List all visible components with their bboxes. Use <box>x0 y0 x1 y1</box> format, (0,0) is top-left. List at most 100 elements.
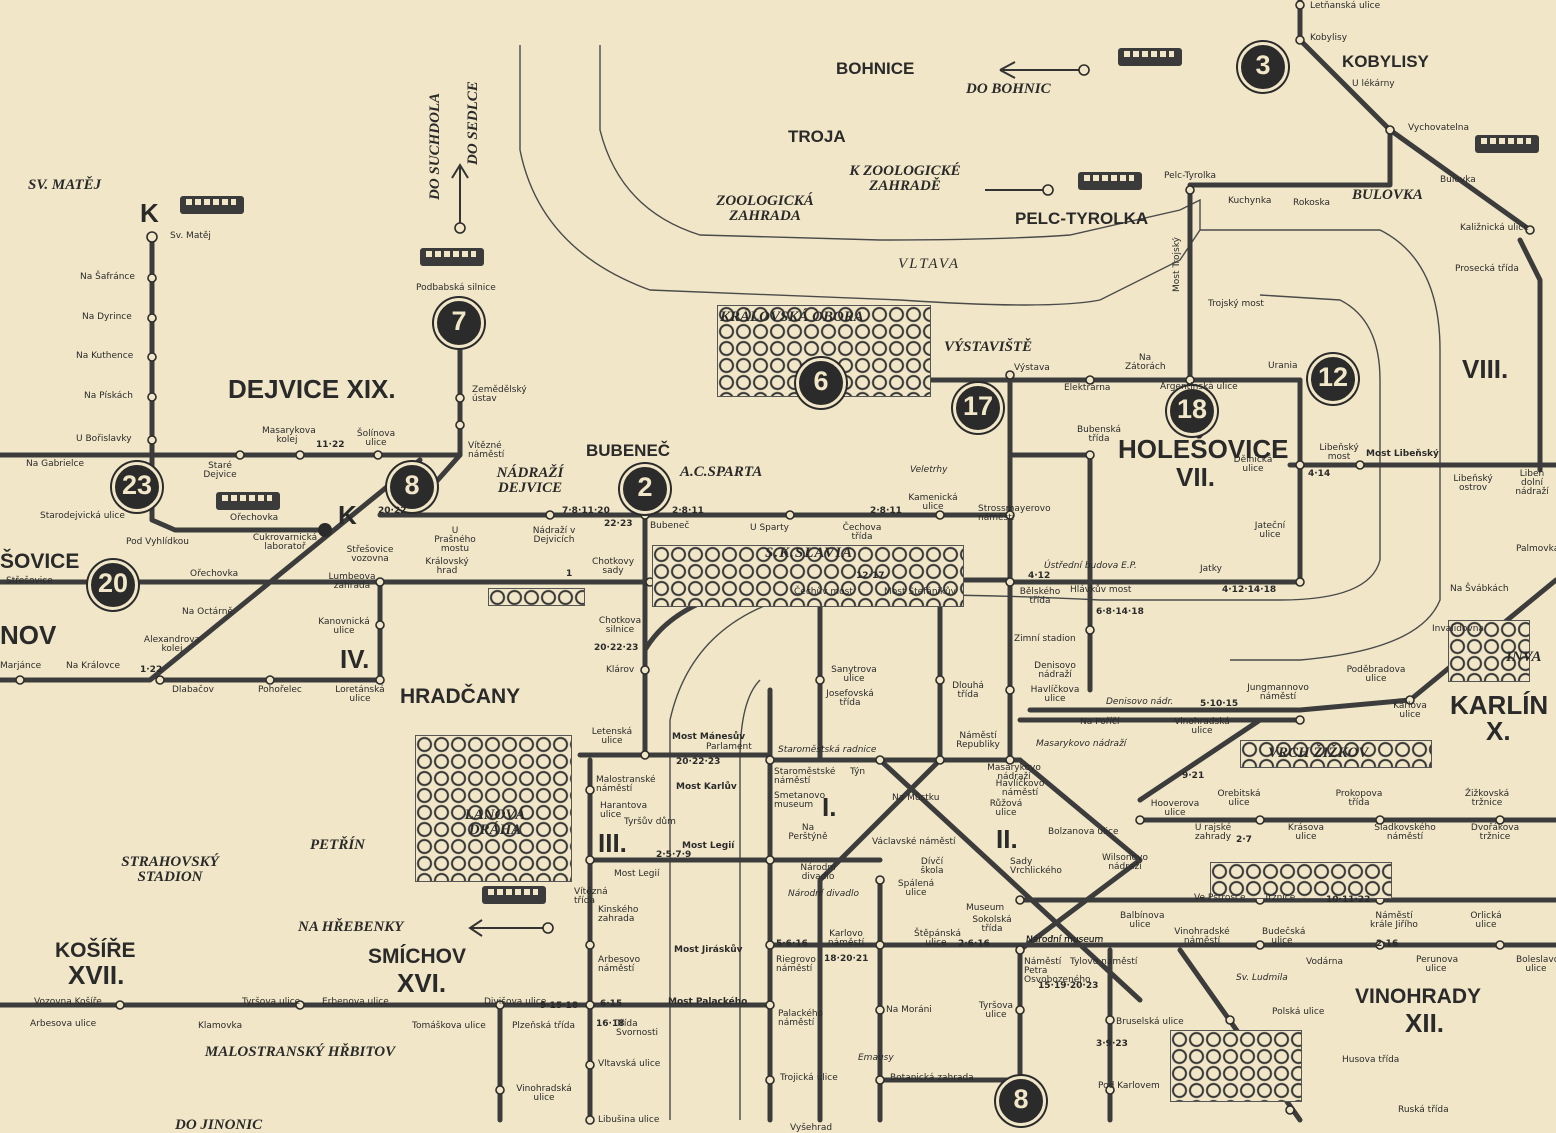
station-label: Růžová ulice <box>989 799 1023 818</box>
station-label: Libušina ulice <box>598 1115 660 1125</box>
stop <box>765 940 775 950</box>
stop <box>1005 370 1015 380</box>
station-label: U rajské zahrady <box>1194 823 1232 842</box>
line-number-annotation: 4·12 <box>1028 571 1051 581</box>
station-label: Týn <box>850 767 866 777</box>
station-label: Klamovka <box>198 1021 243 1031</box>
station-label: Prosecká třída <box>1455 264 1519 274</box>
station-label: Krásova ulice <box>1287 823 1325 842</box>
station-label: Jateční ulice <box>1254 521 1286 540</box>
station-label: Sady Vrchlického <box>1010 857 1062 876</box>
line-badge-8[interactable]: 8 <box>996 1076 1046 1126</box>
station-label: Náměstí krále Jiřího <box>1370 911 1418 930</box>
line-number-annotation: 18·20·21 <box>824 954 869 964</box>
station-label: Vodárna <box>1306 957 1343 967</box>
direction-na-hrebenky: NA HŘEBENKY <box>298 919 404 935</box>
line-badge-3[interactable]: 3 <box>1238 42 1288 92</box>
station-label: Kamenická ulice <box>908 493 958 512</box>
stop <box>545 510 555 520</box>
stop <box>1105 1085 1115 1095</box>
station-label: Prokopova třída <box>1335 789 1383 808</box>
line-badge-18[interactable]: 18 <box>1167 386 1217 436</box>
stop <box>147 352 157 362</box>
line-badge-12[interactable]: 12 <box>1308 354 1358 404</box>
station-label: Vinohradská ulice <box>1174 717 1230 736</box>
station-label: Václavské náměstí <box>872 837 956 847</box>
station-label: Most Štefánikův <box>884 587 956 597</box>
stadium-slavia: S.K.SLAVIA <box>765 545 854 561</box>
line-number-annotation: 1 <box>566 569 573 579</box>
area-bulovka: BULOVKA <box>1352 187 1423 203</box>
line-number-annotation: 15·19·20·23 <box>1038 981 1099 991</box>
line-holesovice-12 <box>1517 237 1543 473</box>
park-chotkovy <box>488 588 585 606</box>
station-label: Na Gabrielce <box>26 459 85 469</box>
line-number-annotation: 20·22·23 <box>594 643 639 653</box>
stop <box>147 313 157 323</box>
station-label: Dlabačov <box>172 685 214 695</box>
line-wilson <box>1017 757 1143 953</box>
stop <box>875 755 885 765</box>
line-number-annotation: 20·22·23 <box>676 757 721 767</box>
station-label: Štěpánská ulice <box>914 929 961 948</box>
station-label: Libeňský most <box>1319 443 1359 462</box>
river-vltava: VLTAVA <box>898 256 961 272</box>
station-label: Most Legií <box>682 841 735 851</box>
park-vinohrady <box>1210 862 1392 899</box>
station-label: Alexandrova kolej <box>143 635 201 654</box>
line-badge-8[interactable]: 8 <box>387 462 437 512</box>
stop <box>375 620 385 630</box>
station-label: Karlovo náměstí <box>827 929 865 948</box>
line-badge-20[interactable]: 20 <box>88 560 138 610</box>
district-xii: XII. <box>1405 1008 1445 1038</box>
district-xvi: XVI. <box>397 968 447 998</box>
stop <box>375 577 385 587</box>
bus-icon <box>1475 135 1539 153</box>
stop <box>1085 625 1095 635</box>
station-label: Na Pískách <box>84 391 133 401</box>
stop <box>455 393 465 403</box>
terminus-k-label: K <box>338 500 357 530</box>
line-badge-2[interactable]: 2 <box>620 464 670 514</box>
station-label: Letenská ulice <box>591 727 633 746</box>
station-label: Podbabská silnice <box>416 283 496 293</box>
line-badge-23[interactable]: 23 <box>112 462 162 512</box>
stop <box>295 450 305 460</box>
station-label: Polská ulice <box>1272 1007 1325 1017</box>
station-label: Tržnice <box>1264 893 1296 903</box>
line-number-annotation: 11·22 <box>316 440 345 450</box>
station-label: Parlament <box>706 742 752 752</box>
station-label: Chotkovy sady <box>591 557 635 576</box>
station-label: Loretánská ulice <box>335 685 385 704</box>
church-label: Sv. Ludmila <box>1236 973 1288 983</box>
stop <box>585 1115 595 1125</box>
line-badge-6[interactable]: 6 <box>796 358 846 408</box>
stop <box>1355 460 1365 470</box>
stop <box>1295 577 1305 587</box>
stop <box>765 1075 775 1085</box>
district-kosire: KOŠÍŘE <box>55 939 136 962</box>
line-badge-17[interactable]: 17 <box>953 383 1003 433</box>
line-number-annotation: 7·8·11·20 <box>562 506 610 516</box>
stop <box>147 435 157 445</box>
stop <box>875 940 885 950</box>
district-iii: III. <box>598 828 627 858</box>
line-number-annotation: 9·15·18 <box>540 1001 579 1011</box>
station-label: Havlíčkovo náměstí <box>995 779 1045 798</box>
line-badge-7[interactable]: 7 <box>434 298 484 348</box>
station-label: Strossmayerovo náměstí <box>978 504 1051 523</box>
station-label: Šolínova ulice <box>356 429 396 448</box>
direction-do-bohnic: DO BOHNIC <box>966 81 1051 97</box>
line-number-annotation: 1·22 <box>140 665 163 675</box>
line-vychovatelna <box>1187 127 1393 188</box>
stop <box>1042 184 1054 196</box>
station-label: Vinohradská ulice <box>516 1084 572 1103</box>
station-label: Bělského třída <box>1019 587 1061 606</box>
station-label: U lékárny <box>1352 79 1395 89</box>
station-label: Střešovice <box>6 576 53 586</box>
stop <box>640 665 650 675</box>
station-label: Karlova ulice <box>1393 701 1427 720</box>
terminus-k-label: K <box>140 198 159 228</box>
trolleybus-icon <box>216 492 280 510</box>
stop <box>875 875 885 885</box>
